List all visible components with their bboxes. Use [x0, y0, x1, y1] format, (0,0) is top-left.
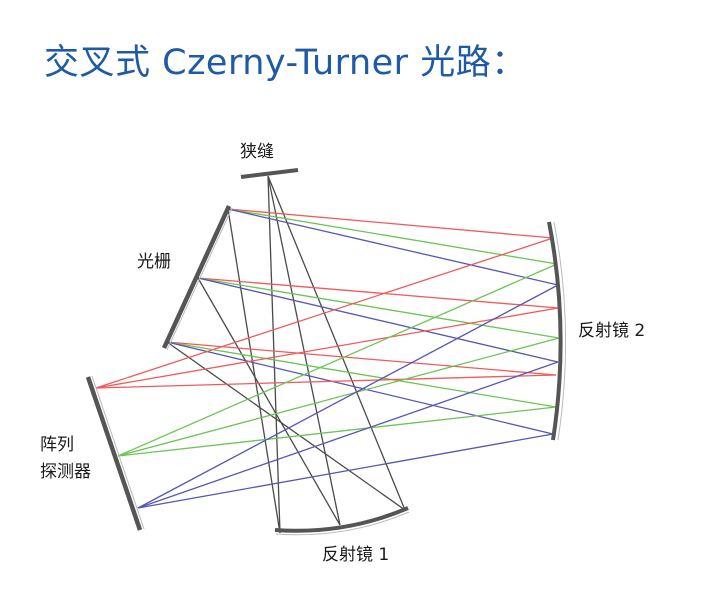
- slit: [240, 168, 299, 179]
- blue-return-1: [137, 284, 559, 509]
- green-return-1: [117, 263, 558, 457]
- blue-rays-grating-to-mirror2: [166, 208, 559, 435]
- blue-return-3: [137, 433, 554, 509]
- green-ray-1: [227, 208, 558, 265]
- red-rays-grating-to-mirror2: [166, 208, 559, 376]
- red-return-3: [95, 374, 557, 389]
- ray-mirror1-to-grating-c: [166, 341, 406, 511]
- label-detector-line2: 探测器: [40, 462, 91, 482]
- ray-mirror1-to-grating-b: [197, 277, 341, 526]
- label-mirror-2: 反射镜 2: [578, 321, 645, 341]
- mirror-2: [547, 221, 567, 441]
- red-ray-3: [166, 341, 557, 376]
- red-return-2: [95, 307, 559, 389]
- green-ray-3: [166, 341, 557, 408]
- green-return-3: [117, 406, 557, 457]
- label-slit: 狭缝: [240, 142, 274, 162]
- red-rays-mirror2-to-detector: [95, 237, 559, 389]
- blue-ray-2: [197, 277, 559, 363]
- mirror-1: [274, 506, 410, 536]
- ray-slit-to-mirror1-b: [267, 175, 341, 526]
- gray-rays: [166, 175, 406, 534]
- ray-slit-to-mirror1-a: [267, 175, 281, 534]
- green-return-2: [117, 337, 560, 457]
- red-return-1: [95, 237, 554, 389]
- grating: [161, 205, 233, 351]
- label-detector-line1: 阵列: [40, 435, 74, 455]
- ray-mirror1-to-grating-a: [227, 208, 281, 534]
- label-mirror-1: 反射镜 1: [322, 545, 389, 565]
- page-title: 交叉式 Czerny-Turner 光路：: [44, 43, 527, 83]
- red-ray-1: [227, 208, 554, 239]
- blue-return-2: [137, 361, 559, 509]
- detector-array: [85, 375, 145, 531]
- red-ray-2: [197, 277, 559, 309]
- blue-ray-1: [227, 208, 559, 286]
- green-ray-2: [197, 277, 560, 339]
- ray-slit-to-mirror1-c: [267, 175, 406, 511]
- label-grating: 光栅: [137, 252, 171, 272]
- green-rays-grating-to-mirror2: [166, 208, 560, 408]
- green-rays-mirror2-to-detector: [117, 263, 560, 457]
- blue-rays-mirror2-to-detector: [137, 284, 559, 509]
- blue-ray-3: [166, 341, 554, 435]
